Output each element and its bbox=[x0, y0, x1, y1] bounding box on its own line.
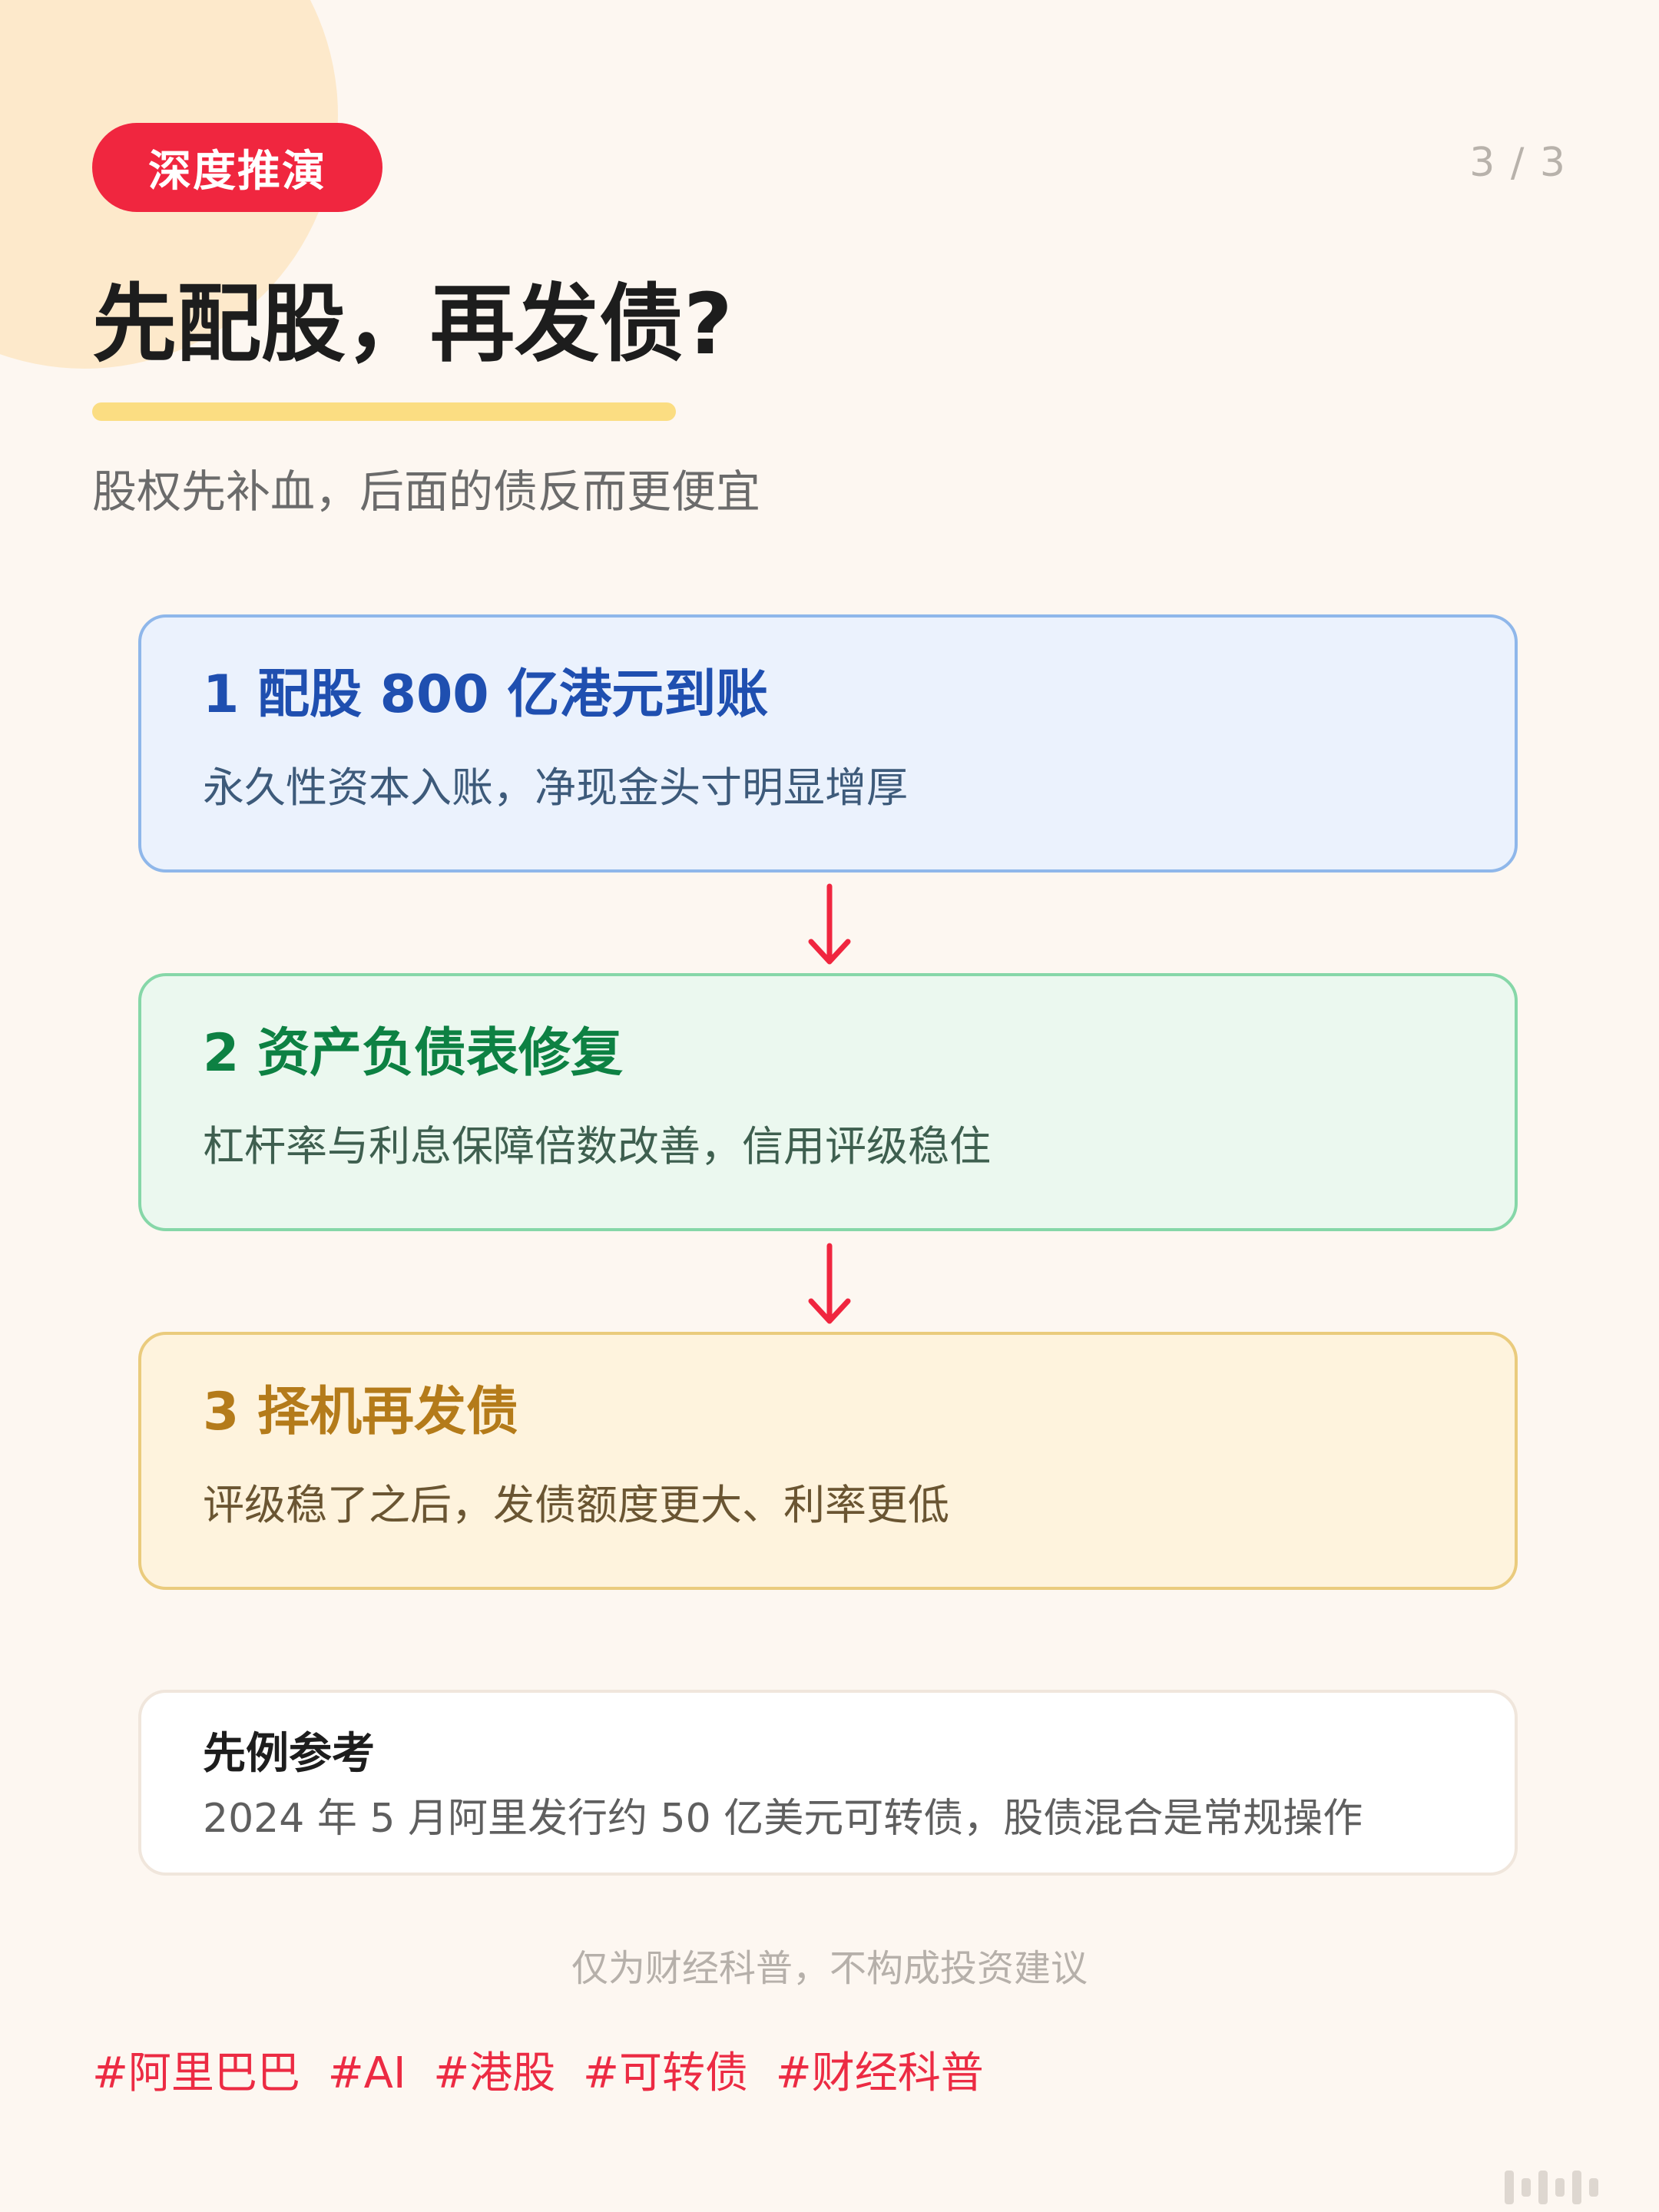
step-card-2: 2 资产负债表修复 杠杆率与利息保障倍数改善，信用评级稳住 bbox=[138, 973, 1518, 1231]
hashtag-link[interactable]: #AI bbox=[327, 2048, 406, 2098]
reference-card: 先例参考 2024 年 5 月阿里发行约 50 亿美元可转债，股债混合是常规操作 bbox=[138, 1690, 1518, 1876]
step-heading: 2 资产负债表修复 bbox=[203, 1023, 623, 1084]
hashtag-link[interactable]: #可转债 bbox=[583, 2048, 748, 2098]
hashtag-list: #阿里巴巴 #AI #港股 #可转债 #财经科普 bbox=[92, 2045, 998, 2103]
watermark-icon bbox=[1459, 2163, 1644, 2212]
page-title: 先配股，再发债? bbox=[92, 275, 733, 373]
disclaimer: 仅为财经科普，不构成投资建议 bbox=[571, 1947, 1088, 1990]
page-subtitle: 股权先补血，后面的债反而更便宜 bbox=[92, 465, 761, 518]
category-tag: 深度推演 bbox=[92, 123, 382, 212]
hashtag-link[interactable]: #财经科普 bbox=[775, 2048, 984, 2098]
arrow-down-icon bbox=[808, 1243, 851, 1324]
hashtag-link[interactable]: #港股 bbox=[433, 2048, 556, 2098]
reference-title: 先例参考 bbox=[203, 1729, 375, 1779]
step-description: 杠杆率与利息保障倍数改善，信用评级稳住 bbox=[203, 1122, 991, 1171]
step-heading: 3 择机再发债 bbox=[203, 1382, 518, 1442]
step-heading: 1 配股 800 亿港元到账 bbox=[203, 664, 769, 725]
step-card-1: 1 配股 800 亿港元到账 永久性资本入账，净现金头寸明显增厚 bbox=[138, 614, 1518, 873]
reference-body: 2024 年 5 月阿里发行约 50 亿美元可转债，股债混合是常规操作 bbox=[203, 1796, 1363, 1842]
arrow-down-icon bbox=[808, 883, 851, 965]
page-counter: 3 / 3 bbox=[1469, 140, 1567, 186]
hashtag-link[interactable]: #阿里巴巴 bbox=[92, 2048, 300, 2098]
step-description: 评级稳了之后，发债额度更大、利率更低 bbox=[203, 1481, 949, 1529]
step-description: 永久性资本入账，净现金头寸明显增厚 bbox=[203, 763, 908, 812]
title-underline bbox=[92, 402, 676, 421]
step-card-3: 3 择机再发债 评级稳了之后，发债额度更大、利率更低 bbox=[138, 1332, 1518, 1590]
